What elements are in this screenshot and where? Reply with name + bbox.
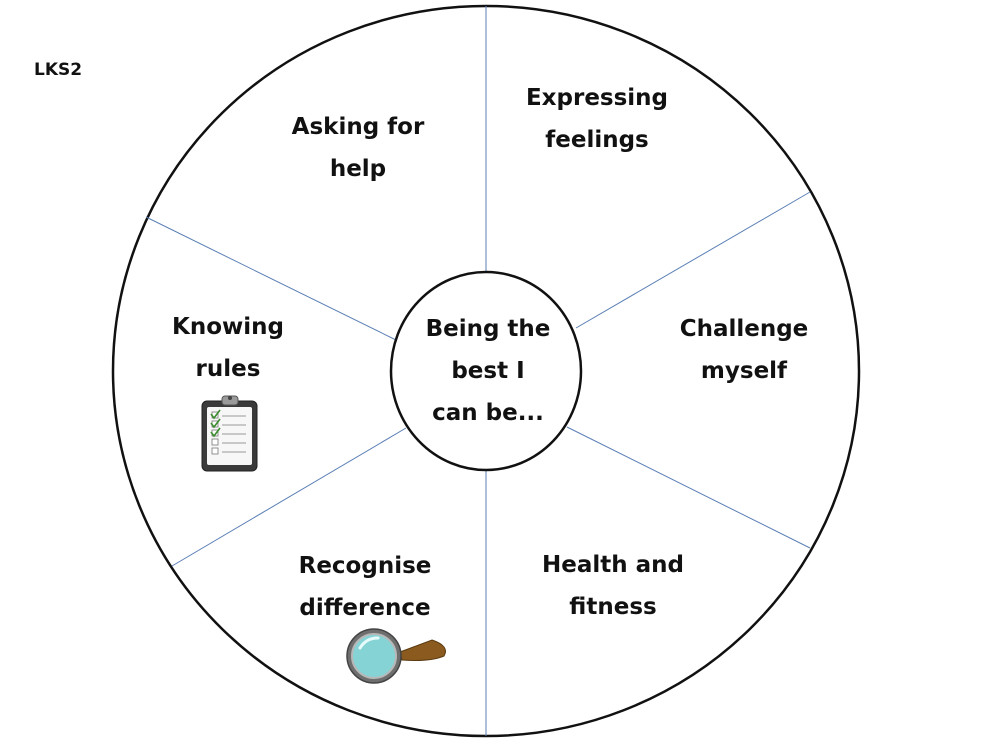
divider-upper-right bbox=[575, 191, 811, 329]
segment-line: myself bbox=[700, 358, 788, 384]
segment-asking-for-help: Asking for help bbox=[276, 106, 440, 190]
segment-knowing-rules: Knowing rules bbox=[160, 306, 296, 390]
divider-lines bbox=[145, 6, 811, 736]
segment-line: Recognise bbox=[298, 553, 432, 579]
divider-lower-right bbox=[566, 426, 811, 549]
magnifying-glass-icon bbox=[346, 628, 446, 684]
segment-line: fitness bbox=[569, 594, 657, 620]
segment-line: Asking for bbox=[291, 114, 425, 140]
center-label: Being the best I can be... bbox=[400, 308, 576, 434]
segment-expressing-feelings: Expressing feelings bbox=[508, 77, 686, 161]
segment-line: rules bbox=[195, 356, 261, 382]
divider-lower-left bbox=[171, 427, 407, 567]
segment-line: Challenge bbox=[679, 316, 809, 342]
segment-line: Knowing bbox=[172, 314, 284, 340]
segment-line: help bbox=[329, 156, 387, 182]
segment-health-and-fitness: Health and fitness bbox=[526, 544, 700, 628]
segment-line: feelings bbox=[545, 127, 649, 153]
segment-line: difference bbox=[299, 595, 431, 621]
divider-upper-left bbox=[145, 216, 397, 341]
segment-line: Expressing bbox=[525, 85, 669, 111]
segment-challenge-myself: Challenge myself bbox=[664, 308, 824, 392]
center-circle bbox=[389, 270, 583, 472]
center-line: best I bbox=[451, 358, 525, 384]
clipboard-checklist-icon bbox=[201, 395, 258, 472]
center-line: can be... bbox=[432, 400, 544, 426]
segment-recognise-difference: Recognise difference bbox=[280, 545, 450, 629]
key-stage-label: LKS2 bbox=[34, 60, 83, 80]
segment-line: Health and bbox=[542, 552, 684, 578]
center-line: Being the bbox=[425, 316, 551, 342]
